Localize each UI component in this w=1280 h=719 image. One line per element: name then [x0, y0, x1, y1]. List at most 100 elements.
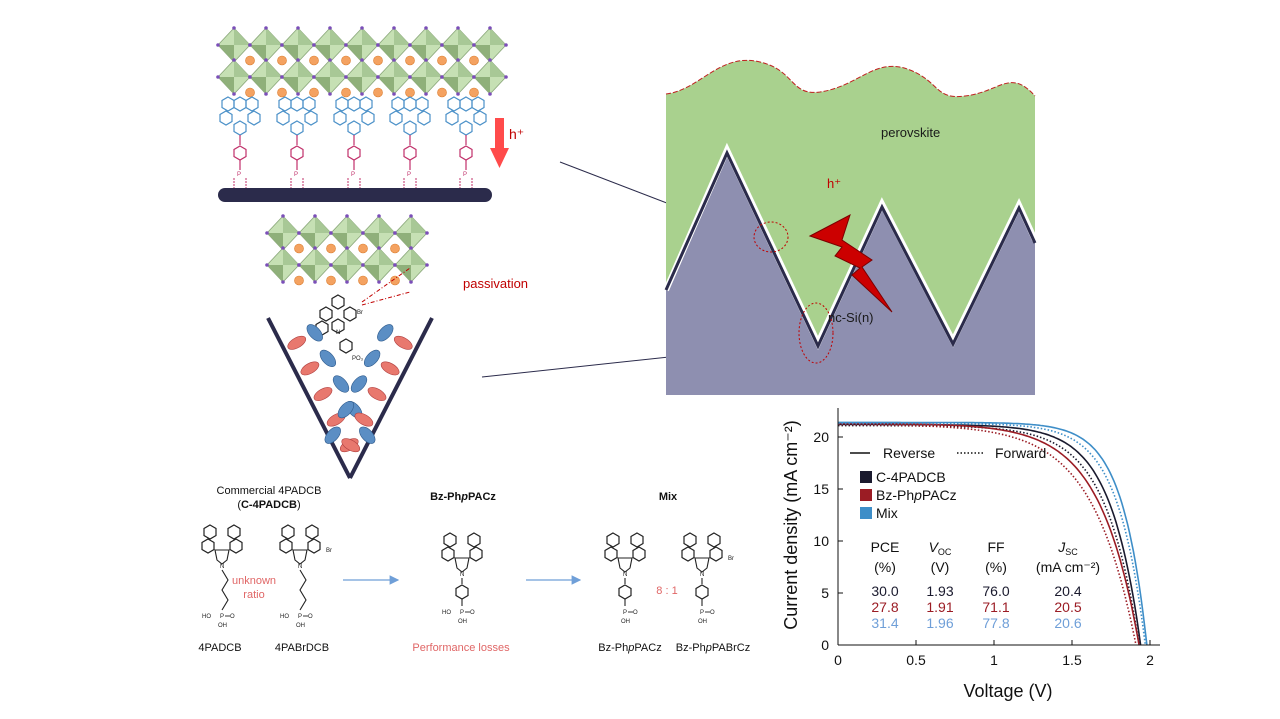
- unknown-ratio-line1: unknown: [232, 575, 276, 587]
- hole-label-top: h⁺: [509, 126, 524, 142]
- atom-p-label: P: [700, 610, 704, 616]
- x-axis-label: Voltage (V): [963, 681, 1052, 701]
- legend-series-name: Mix: [876, 505, 898, 521]
- table-cell: 20.5: [1054, 599, 1081, 615]
- legend-series-name: C-4PADCB: [876, 469, 946, 485]
- x-tick-label: 1.5: [1062, 652, 1082, 668]
- atom-oh-label: OH: [698, 619, 707, 625]
- a-site-cation: [309, 87, 319, 98]
- a-site-cation: [405, 55, 415, 66]
- a-site-cation: [341, 55, 351, 66]
- valley-sam-molecule: [377, 324, 413, 350]
- a-site-cation: [469, 55, 479, 66]
- passivation-label: passivation: [463, 276, 528, 291]
- table-cell: 71.1: [982, 599, 1009, 615]
- atom-oh-label: OH: [621, 619, 630, 625]
- atom-o-label: O: [710, 610, 715, 616]
- a-site-cation: [341, 87, 351, 98]
- legend-swatch: [860, 471, 872, 483]
- legend-reverse: Reverse: [883, 445, 935, 461]
- hole-label-interface: h⁺: [827, 176, 841, 191]
- interface-line-dark: [664, 149, 1037, 350]
- phosphonate-group: P: [407, 172, 411, 178]
- table-header: VOC: [929, 539, 952, 557]
- atom-oh-label: OH: [218, 623, 227, 629]
- y-tick-label: 5: [821, 585, 829, 601]
- middle-perovskite-lattice: [264, 213, 430, 286]
- a-site-cation: [326, 243, 336, 254]
- valley-sam-molecules: [287, 324, 413, 453]
- y-tick-label: 20: [813, 429, 829, 445]
- atom-ho-label: HO: [280, 614, 289, 620]
- legend-forward: Forward: [995, 445, 1046, 461]
- atom-n-label: N: [336, 330, 340, 336]
- commercial-title-line1: Commercial 4PADCB: [217, 485, 322, 497]
- table-cell: 1.91: [926, 599, 953, 615]
- passivation-lines: [361, 267, 411, 306]
- atom-p-label: P: [298, 614, 302, 620]
- sam-molecule: P: [389, 96, 431, 188]
- atom-br-label: Br: [326, 548, 332, 554]
- atom-o-label: O: [230, 614, 235, 620]
- table-cell: 1.96: [926, 615, 953, 631]
- phosphonate-group: P: [351, 172, 355, 178]
- a-site-cation: [469, 87, 479, 98]
- atom-n-label: N: [623, 572, 627, 578]
- a-site-cation: [437, 55, 447, 66]
- performance-losses-label: Performance losses: [412, 642, 510, 654]
- a-site-cation: [405, 87, 415, 98]
- valley-sam-molecule: [363, 349, 400, 376]
- bz-phppacz-title: Bz-PhpPACz: [430, 491, 496, 503]
- passivation-molecule: Br N PO₃: [315, 294, 364, 362]
- mix-ratio: 8 : 1: [656, 585, 677, 597]
- atom-po3-label: PO₃: [352, 356, 364, 362]
- phosphonate-group: P: [237, 172, 241, 178]
- commercial-title-line2: (C-4PADCB): [237, 499, 300, 511]
- atom-n-label: N: [700, 572, 704, 578]
- a-site-cation: [309, 55, 319, 66]
- atom-br-label: Br: [357, 310, 363, 316]
- atom-o-label: O: [308, 614, 313, 620]
- x-tick-label: 0: [834, 652, 842, 668]
- top-perovskite-lattice: [215, 25, 509, 98]
- perovskite-label: perovskite: [881, 125, 940, 140]
- y-tick-label: 10: [813, 533, 829, 549]
- table-header-unit: (V): [931, 559, 950, 575]
- interface-defect-circle-lower: [798, 302, 834, 364]
- a-site-cation: [358, 243, 368, 254]
- atom-p-label: P: [623, 610, 627, 616]
- a-site-cation: [358, 275, 368, 286]
- table-header-unit: (mA cm⁻²): [1036, 559, 1100, 575]
- a-site-cation: [277, 55, 287, 66]
- a-site-cation: [373, 87, 383, 98]
- mix-name-2: Bz-PhpPABrCz: [676, 642, 750, 654]
- valley-walls: [266, 317, 434, 479]
- atom-p-label: P: [220, 614, 224, 620]
- valley-sam-molecule: [287, 324, 323, 350]
- atom-ho-label: HO: [202, 614, 211, 620]
- sam-molecule: P: [276, 96, 318, 188]
- atom-p-label: P: [460, 610, 464, 616]
- a-site-cation: [294, 275, 304, 286]
- perovskite-top-edge: [665, 59, 1036, 98]
- jv-curve-forward: [838, 423, 1137, 646]
- name-4padcb: 4PADCB: [198, 642, 241, 654]
- atom-n-label: N: [220, 564, 224, 570]
- a-site-cation: [294, 243, 304, 254]
- atom-o-label: O: [470, 610, 475, 616]
- legend-swatch: [860, 507, 872, 519]
- legend-swatch: [860, 489, 872, 501]
- jv-curve-reverse: [838, 421, 1148, 646]
- a-site-cation: [326, 275, 336, 286]
